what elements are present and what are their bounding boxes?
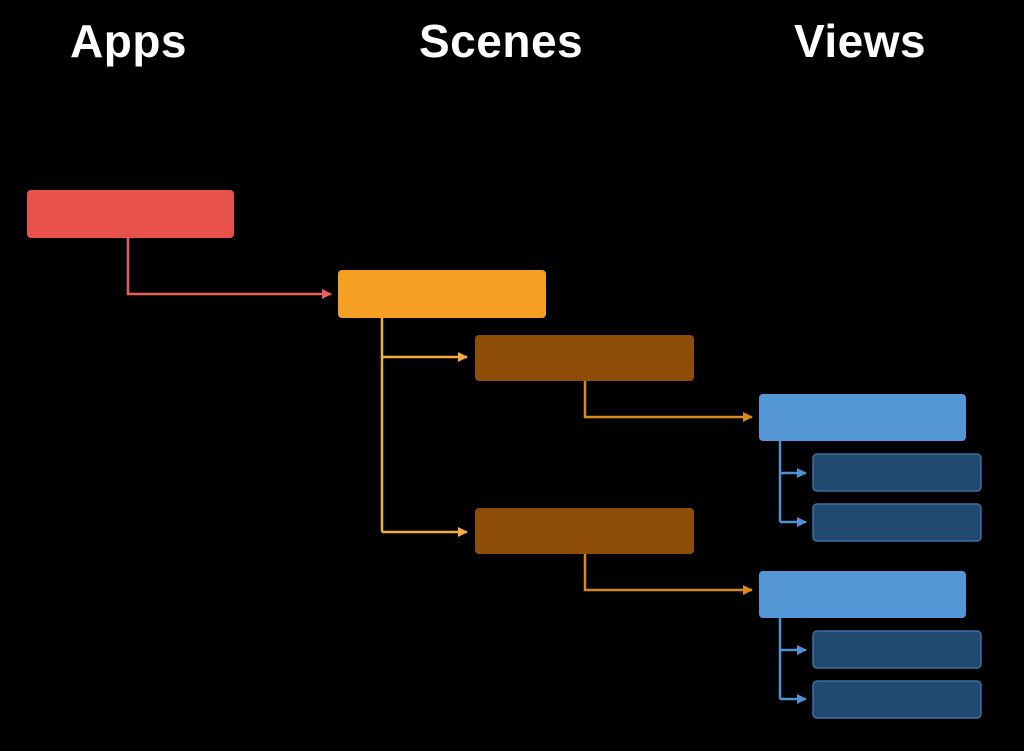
view-child-box-4 (812, 680, 982, 719)
view-child-box-2 (812, 503, 982, 542)
scene-child-box-2 (475, 508, 694, 554)
app-box (27, 190, 234, 238)
scene-child-box-1 (475, 335, 694, 381)
scenes-heading: Scenes (419, 15, 584, 67)
connector-scene-child-2-to-view-2 (583, 554, 753, 595)
view-box-1 (759, 394, 966, 441)
view-box-2 (759, 571, 966, 618)
apps-heading: Apps (70, 15, 187, 67)
connector-app-to-scene (126, 238, 332, 299)
view-child-box-3 (812, 630, 982, 669)
views-heading: Views (794, 15, 927, 67)
connector-scene-child-1-to-view-1 (583, 381, 753, 422)
view-child-box-1 (812, 453, 982, 492)
scene-box (338, 270, 546, 318)
